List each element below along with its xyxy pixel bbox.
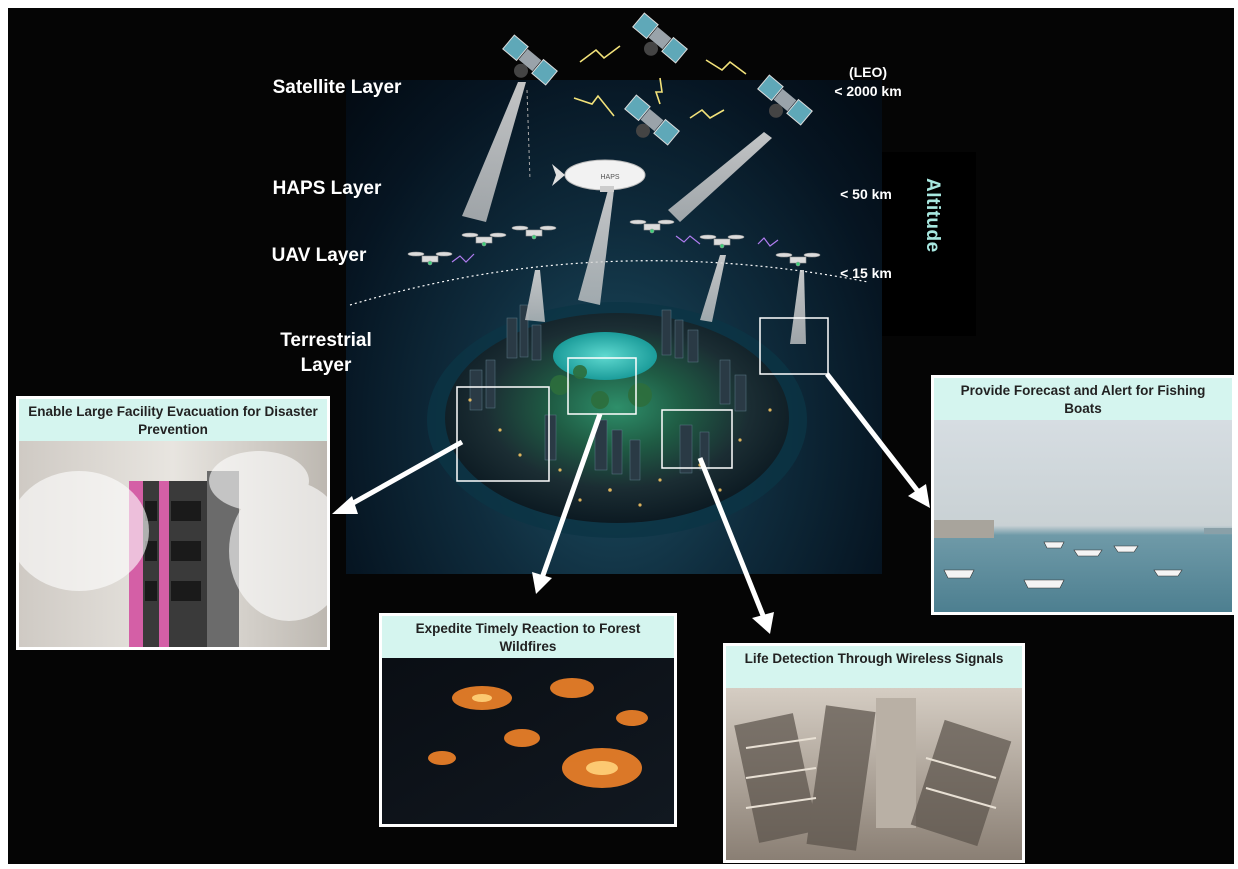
leo-altitude-label-line2: < 2000 km xyxy=(834,83,902,99)
wildfire-image xyxy=(382,658,674,824)
blimp-label: HAPS xyxy=(600,174,619,181)
highlight-box-fishing xyxy=(759,317,829,375)
highlight-box-wildfire xyxy=(567,357,637,415)
evacuation-card: Enable Large Facility Evacuation for Dis… xyxy=(9,396,349,650)
wildfire-card: Expedite Timely Reaction to Forest Wildf… xyxy=(379,613,677,827)
uav-drone-icons xyxy=(407,219,821,267)
life-detection-image xyxy=(726,688,1022,860)
wireless-links xyxy=(573,45,747,119)
highlight-box-evacuation xyxy=(456,386,550,482)
uav-links xyxy=(451,235,779,263)
fishing-card-title: Provide Forecast and Alert for Fishing B… xyxy=(934,378,1232,420)
uav-altitude-label: < 15 km xyxy=(840,265,892,281)
coverage-beams xyxy=(462,82,806,344)
fishing-image xyxy=(934,420,1232,612)
dashed-link xyxy=(526,89,531,181)
callout-arrows xyxy=(332,372,930,634)
evacuation-card-title: Enable Large Facility Evacuation for Dis… xyxy=(19,399,327,441)
life-detection-card-title: Life Detection Through Wireless Signals xyxy=(726,646,1022,688)
highlight-box-life xyxy=(661,409,733,469)
planet-city xyxy=(427,302,807,538)
altitude-axis-label: Altitude xyxy=(922,178,943,253)
evacuation-image xyxy=(9,441,349,647)
life-detection-card: Life Detection Through Wireless Signals xyxy=(723,643,1025,863)
fishing-card: Provide Forecast and Alert for Fishing B… xyxy=(931,375,1235,615)
uav-boundary-line xyxy=(349,260,869,306)
leo-altitude-label-line1: (LEO) xyxy=(848,64,888,80)
haps-blimp-icon: HAPS xyxy=(552,159,646,192)
satellite-layer-label: Satellite Layer xyxy=(272,77,402,98)
altitude-bar xyxy=(882,152,976,336)
uav-layer-label: UAV Layer xyxy=(271,245,367,266)
satellite-icons xyxy=(502,12,813,146)
terrestrial-layer-label-line1: Terrestrial xyxy=(280,330,372,351)
haps-altitude-label: < 50 km xyxy=(840,186,892,202)
haps-layer-label: HAPS Layer xyxy=(272,178,382,199)
terrestrial-layer-label-line2: Layer xyxy=(300,355,352,376)
wildfire-card-title: Expedite Timely Reaction to Forest Wildf… xyxy=(382,616,674,658)
